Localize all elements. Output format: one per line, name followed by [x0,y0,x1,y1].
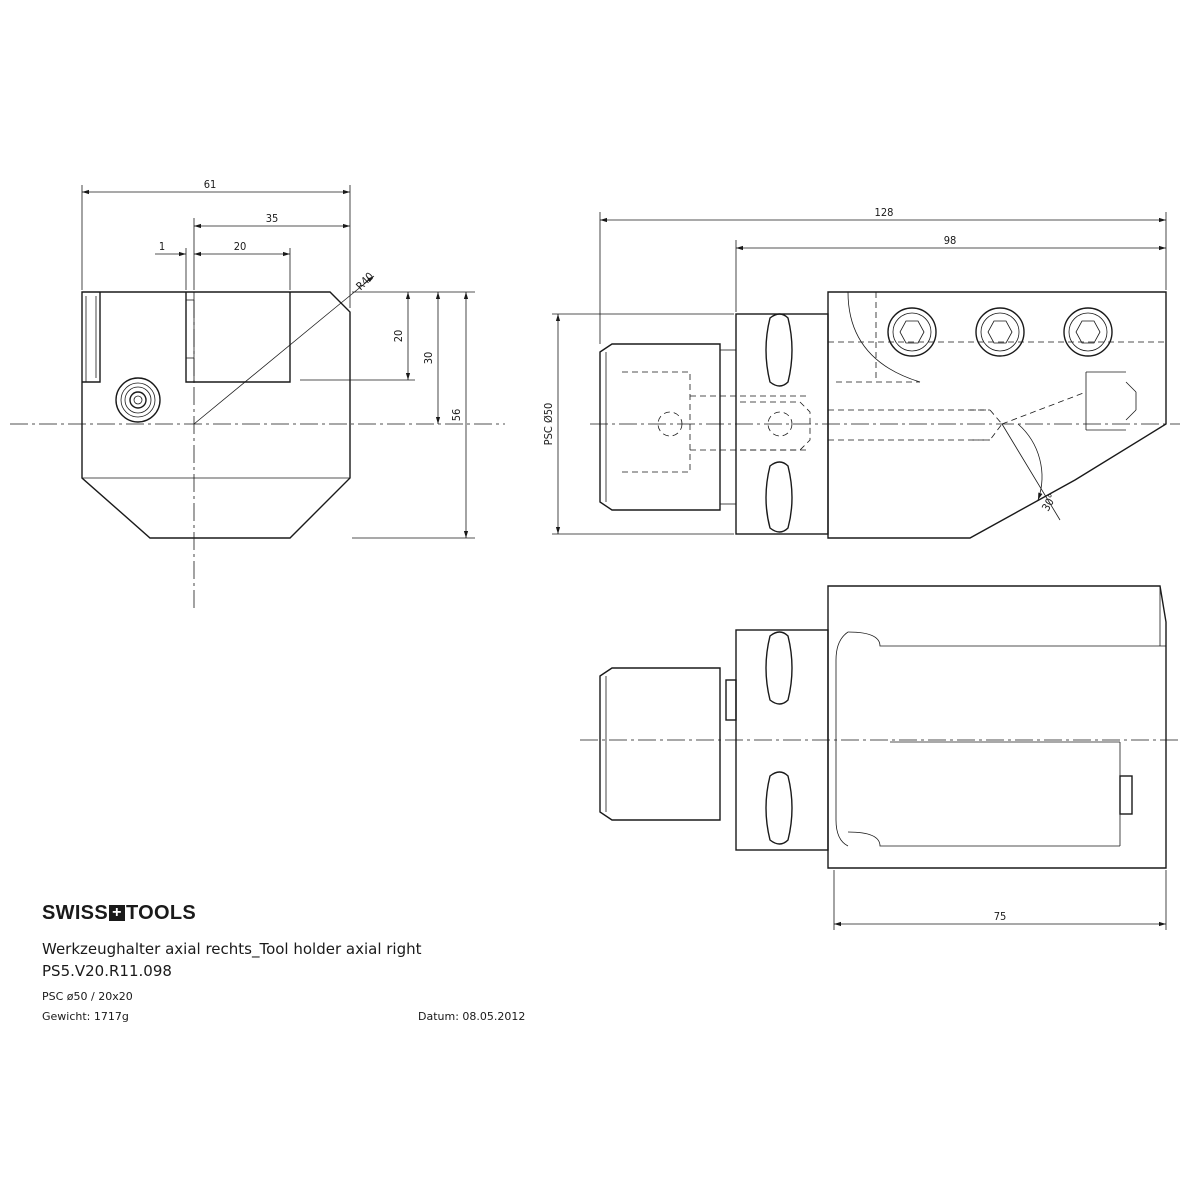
dim-front-height-20: 20 [392,330,405,343]
brand-name-left: SWISS [42,902,108,924]
brand-logo: SWISS+TOOLS [42,902,196,925]
dim-front-width-20: 20 [234,240,247,253]
brand-cross-icon: + [108,905,125,921]
hex-screw-icon [887,307,937,357]
part-number: PS5.V20.R11.098 [42,962,172,980]
dim-top-length-75: 75 [994,910,1007,923]
dim-front-height-30: 30 [422,352,435,365]
flange-lobe-upper [765,313,793,387]
flange-lobe-lower [765,461,793,533]
dim-side-psc-diameter: PSC Ø50 [542,403,555,446]
hex-screw-icon [1063,307,1113,357]
date-text: Datum: 08.05.2012 [418,1010,526,1023]
dim-front-width-total: 61 [204,178,217,191]
side-view: 30° 128 98 PSC Ø50 [542,206,1180,539]
flange-lobe-upper [765,631,793,705]
dim-front-height-56: 56 [450,409,463,422]
brand-name-right: TOOLS [125,902,196,924]
title-block: SWISS+TOOLS Werkzeughalter axial rechts_… [42,902,542,1032]
dim-front-offset-1: 1 [159,240,165,253]
dim-front-width-35: 35 [266,212,279,225]
drawing-description: Werkzeughalter axial rechts_Tool holder … [42,940,422,958]
hex-screw-icon [975,307,1025,357]
dim-side-length-98: 98 [944,234,957,247]
front-view: R40 61 35 20 1 20 30 56 [10,178,505,610]
weight-text: Gewicht: 1717g [42,1010,129,1023]
dim-side-length-total: 128 [875,206,894,219]
screw-icon [115,377,161,423]
flange-lobe-lower [765,771,793,845]
dim-front-radius: R40 [354,270,377,293]
top-view: 75 [580,585,1180,930]
spec-text: PSC ø50 / 20x20 [42,990,133,1003]
dim-side-angle: 30° [1039,492,1059,514]
